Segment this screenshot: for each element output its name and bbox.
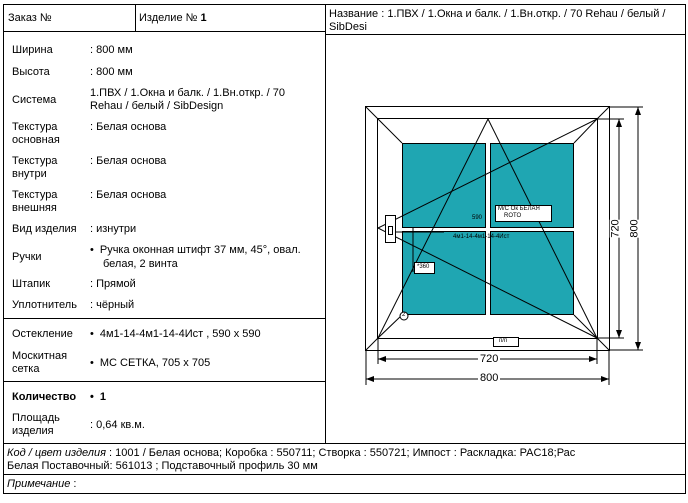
glass-pane-br — [490, 231, 574, 315]
glass-formula-note: 4м1-14-4м1-14-4Ист — [453, 234, 510, 240]
corner-mark-icon — [399, 311, 409, 321]
texture-main-value: : Белая основа — [90, 121, 167, 133]
net-value: МС СЕТКА, 705 x 705 — [90, 357, 210, 370]
seal-value: : чёрный — [90, 299, 135, 311]
texture-in-label-2: внутри — [12, 168, 47, 180]
code-line-1: Код / цвет изделия : 1001 / Белая основа… — [7, 447, 575, 460]
marker-box — [493, 337, 519, 347]
view-label: Вид изделия — [12, 223, 77, 235]
dim-outer-height: 800 — [628, 219, 642, 238]
glass-size-note: 590 — [472, 215, 483, 221]
note-label: Примечание — [7, 478, 71, 490]
code-line-2: Белая Поставочный: 561013 ; Подставочный… — [7, 460, 318, 472]
width-label: Ширина — [12, 44, 53, 56]
texture-main-label-2: основная — [12, 134, 60, 146]
system-value-2: Rehau / белый / SibDesign — [90, 100, 224, 112]
area-label-1: Площадь — [12, 412, 60, 424]
mc-label-box — [495, 205, 552, 222]
handle-note-box — [414, 262, 435, 274]
dim-inner-width: 720 — [478, 353, 501, 366]
view-value: : изнутри — [90, 223, 137, 235]
corner-mark-label: 2 — [402, 312, 406, 318]
qty-label: Количество — [12, 391, 77, 403]
glass-label: Остекление — [12, 328, 73, 340]
texture-main-label-1: Текстура — [12, 121, 58, 133]
name-line-1: Название : 1.ПВХ / 1.Окна и балк. / 1.Вн… — [329, 8, 666, 20]
marker-label: п/п — [499, 338, 508, 344]
texture-in-label-1: Текстура — [12, 155, 58, 167]
qty-value: 1 — [90, 391, 106, 404]
bead-label: Штапик — [12, 278, 51, 290]
system-value-1: 1.ПВХ / 1.Окна и балк. / 1.Вн.откр. / 70 — [90, 87, 285, 99]
code-label: Код / цвет изделия — [7, 447, 106, 459]
area-label-2: изделия — [12, 425, 54, 437]
name-line-2: SibDesi — [329, 21, 367, 33]
code-value: : 1001 / Белая основа; Коробка : 550711;… — [106, 447, 576, 459]
net-label-2: сетка — [12, 363, 40, 375]
dim-outer-width: 800 — [478, 372, 501, 385]
area-value: : 0,64 кв.м. — [90, 419, 145, 431]
width-value: : 800 мм — [90, 44, 133, 56]
glass-value: 4м1-14-4м1-14-4Ист , 590 x 590 — [90, 328, 261, 341]
texture-out-label-1: Текстура — [12, 189, 58, 201]
system-label: Система — [12, 94, 57, 106]
mc-label-1: М/С Ок БЕЛАЯ — [498, 206, 540, 212]
note-value: : — [70, 478, 77, 490]
handles-value-2: белая, 2 винта — [103, 258, 178, 270]
item-label-text: Изделие № — [139, 12, 198, 24]
footer-note-cell — [3, 474, 686, 494]
bead-value: : Прямой — [90, 278, 136, 290]
dim-inner-height: 720 — [609, 219, 623, 238]
handles-label: Ручки — [12, 251, 42, 263]
handle-note: *360 — [417, 264, 430, 270]
texture-out-label-2: внешняя — [12, 202, 57, 214]
item-label: Изделие № 1 — [139, 12, 207, 25]
net-label-1: Москитная — [12, 350, 68, 362]
height-label: Высота — [12, 66, 50, 78]
glass-pane-tl — [402, 143, 486, 228]
height-value: : 800 мм — [90, 66, 133, 78]
mc-label-2: ROTO — [504, 213, 522, 219]
note-line: Примечание : — [7, 478, 76, 491]
order-label: Заказ № — [8, 12, 52, 24]
texture-in-value: : Белая основа — [90, 155, 167, 167]
texture-out-value: : Белая основа — [90, 189, 167, 201]
sash-frame — [377, 118, 598, 339]
seal-label: Уплотнитель — [12, 299, 77, 311]
item-number: 1 — [200, 12, 207, 24]
handles-value-1: Ручка оконная штифт 37 мм, 45°, овал. — [90, 244, 301, 257]
